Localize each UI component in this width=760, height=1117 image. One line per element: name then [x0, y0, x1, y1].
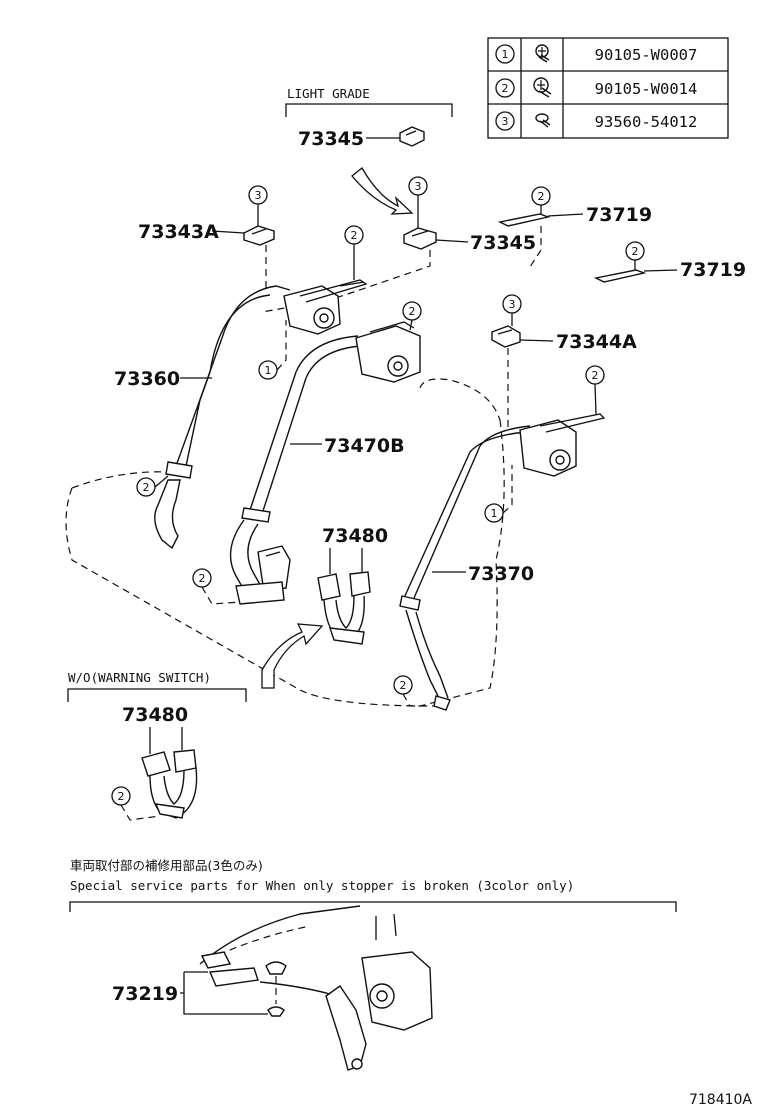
cover-73345-mid [403, 227, 437, 250]
callout-3-b: 3 [415, 180, 422, 193]
legend-row-2: 2 90105-W0014 [495, 77, 698, 98]
arrow-light-grade [351, 167, 414, 215]
legend-frame [487, 37, 729, 139]
callout-2-g: 2 [592, 369, 599, 382]
cover-73345-light [399, 126, 425, 147]
part-73345-mid-label: 73345 [470, 232, 536, 254]
callout-2-h: 2 [400, 679, 407, 692]
legend-row-1-part-number: 90105-W0007 [595, 46, 698, 64]
callout-2-c: 2 [351, 229, 358, 242]
part-73345-top-label: 73345 [298, 128, 364, 150]
belt-assembly-73370 [399, 413, 606, 711]
legend-row-3-number: 3 [502, 115, 509, 128]
callout-2-e: 2 [409, 305, 416, 318]
part-73343a-label: 73343A [138, 221, 219, 243]
callout-2-f: 2 [199, 572, 206, 585]
service-note-japanese: 車両取付部の補修用部品(3色のみ) [70, 858, 263, 873]
bolt-icon [533, 77, 552, 98]
callout-3-c: 3 [509, 298, 516, 311]
special-service-group: 車両取付部の補修用部品(3色のみ) Special service parts … [69, 858, 677, 1071]
callout-1-a: 1 [265, 364, 272, 377]
fastener-legend-table: 1 90105-W0007 2 90105-W0014 3 [487, 37, 729, 139]
arrow-wo-switch [261, 623, 324, 689]
part-73719-a-label: 73719 [586, 204, 652, 226]
wo-warning-switch-group: W/O(WARNING SWITCH) 73480 2 [67, 670, 247, 821]
light-grade-group: LIGHT GRADE 73345 [285, 86, 453, 215]
cover-73343a [243, 225, 275, 246]
part-73719-b-label: 73719 [680, 259, 746, 281]
belt-assembly-73470b [229, 321, 421, 605]
part-73480-left-label: 73480 [122, 704, 188, 726]
part-73480-center-label: 73480 [322, 525, 388, 547]
part-73470b-label: 73470B [324, 435, 405, 457]
cover-73344a [491, 325, 521, 348]
legend-row-1: 1 90105-W0007 [495, 44, 698, 64]
plate-73719-a [497, 213, 551, 227]
light-grade-label: LIGHT GRADE [287, 86, 370, 101]
callout-3-a: 3 [255, 189, 262, 202]
callout-2-d: 2 [143, 481, 150, 494]
callout-1-b: 1 [491, 507, 498, 520]
buckle-73480-left [141, 749, 198, 819]
legend-row-3-part-number: 93560-54012 [595, 113, 698, 131]
callout-2-a: 2 [538, 190, 545, 203]
buckle-73480-center [317, 571, 371, 645]
legend-row-3: 3 93560-54012 [495, 111, 698, 131]
service-note-english: Special service parts for When only stop… [70, 878, 574, 893]
part-73370-label: 73370 [468, 563, 534, 585]
part-73219-label: 73219 [112, 983, 178, 1005]
callout-2-i: 2 [118, 790, 125, 803]
screw-icon [535, 113, 551, 128]
stopper-assembly-73219 [199, 905, 433, 1071]
legend-row-2-number: 2 [502, 82, 509, 95]
wo-warning-switch-label: W/O(WARNING SWITCH) [68, 670, 211, 685]
legend-row-1-number: 1 [502, 48, 509, 61]
illustration-id: 718410A [689, 1092, 752, 1108]
belt-assembly-73360 [154, 279, 368, 550]
part-73360-label: 73360 [114, 368, 180, 390]
bolt-icon [535, 44, 550, 63]
plate-73719-b [593, 269, 647, 283]
legend-row-2-part-number: 90105-W0014 [595, 80, 698, 98]
seat-outline [65, 378, 505, 707]
callout-2-b: 2 [632, 245, 639, 258]
part-73344a-label: 73344A [556, 331, 637, 353]
